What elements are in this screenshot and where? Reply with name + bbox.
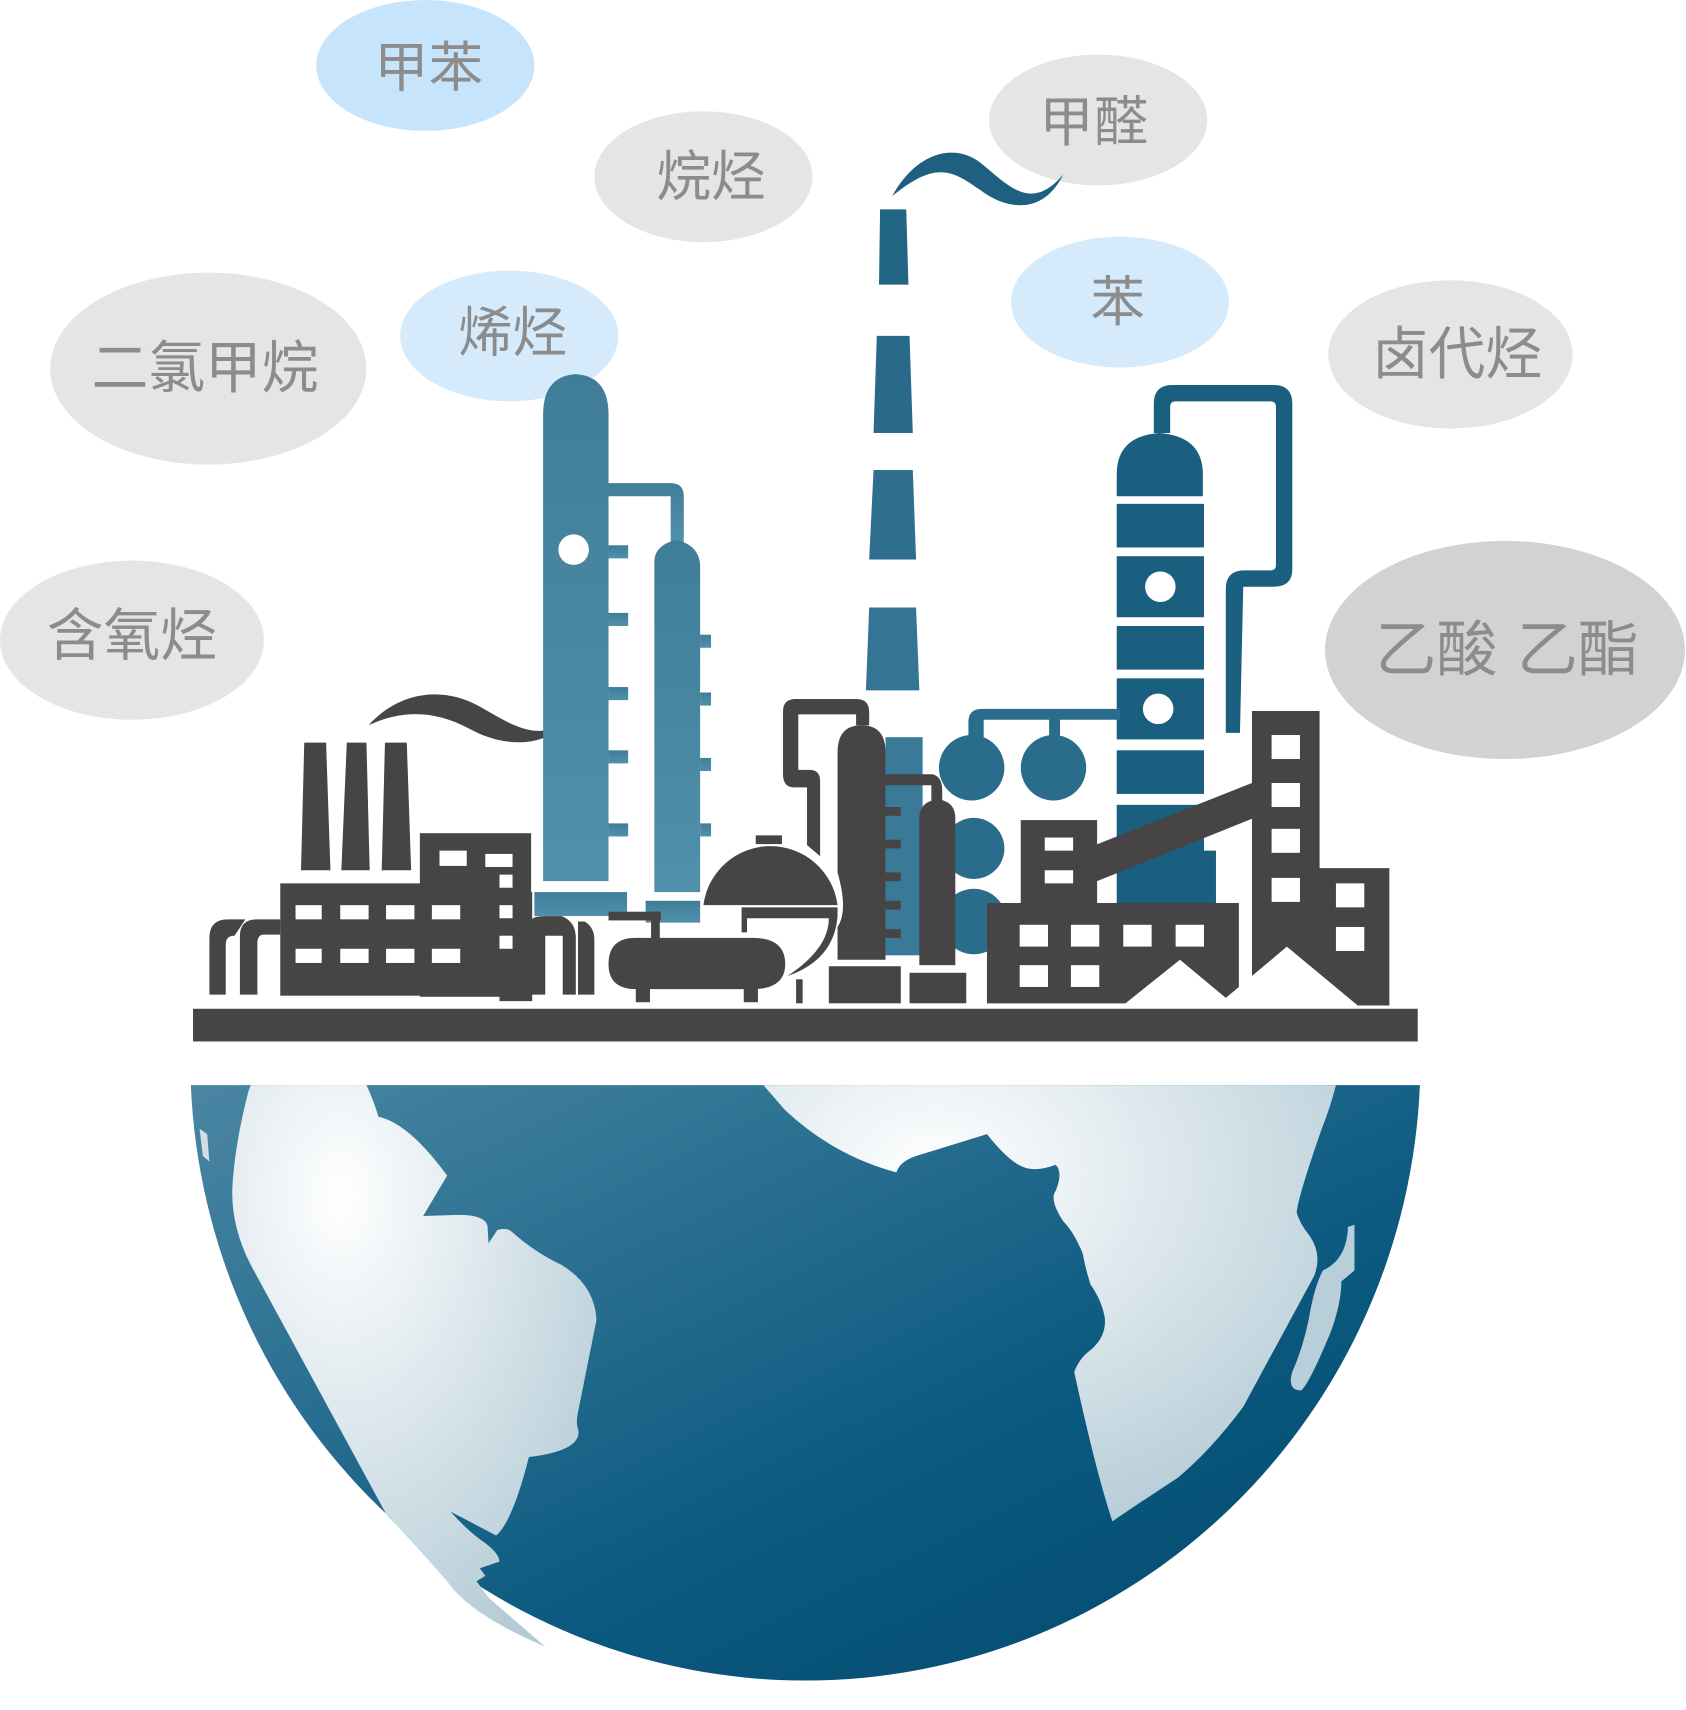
ground-bar	[193, 1008, 1418, 1042]
bubble-label: 二氯甲烷	[92, 336, 319, 402]
bubble-shape	[1328, 280, 1573, 429]
bubble-oxygenated-hydrocarbon: 含氧烃	[0, 560, 264, 720]
smoke-left	[368, 694, 578, 743]
bubble-label: 烯烃	[458, 301, 567, 365]
smoke-right	[892, 152, 1064, 206]
bubble-shape	[400, 270, 619, 402]
continent-americas	[232, 1085, 597, 1647]
bubble-toluene: 甲苯	[316, 0, 535, 131]
bubble-ethyl-acetate: 乙酸 乙酯	[1325, 540, 1685, 760]
bubble-halohydrocarbon: 卤代烃	[1328, 280, 1573, 429]
bubble-alkene: 烯烃	[400, 270, 619, 402]
bubble-shape	[0, 560, 264, 720]
bubble-label: 含氧烃	[47, 603, 217, 669]
bubble-formaldehyde: 甲醛	[989, 54, 1208, 186]
bubble-dichloromethane: 二氯甲烷	[50, 272, 367, 465]
bubble-shape	[594, 111, 813, 243]
factory-windows	[295, 735, 1365, 987]
bubble-shape	[1010, 236, 1230, 368]
continent-eurasia	[763, 1085, 1336, 1522]
bubble-label: 甲苯	[374, 36, 483, 100]
bubble-label: 苯	[1091, 270, 1146, 334]
bubble-shape	[50, 272, 367, 465]
bubble-label: 卤代烃	[1372, 321, 1542, 387]
bubble-alkane: 烷烃	[594, 111, 813, 243]
globe	[190, 1085, 1420, 1681]
bubble-label: 乙酸 乙酯	[1375, 614, 1639, 685]
island-japan	[1290, 1224, 1355, 1391]
bubble-shape	[989, 54, 1208, 186]
bubble-shape	[1325, 540, 1685, 760]
bubble-label: 甲醛	[1039, 90, 1148, 154]
island-small	[199, 1128, 210, 1162]
bubble-shape	[316, 0, 535, 131]
bubble-label: 烷烃	[657, 145, 766, 209]
bubble-benzene: 苯	[1010, 236, 1230, 368]
